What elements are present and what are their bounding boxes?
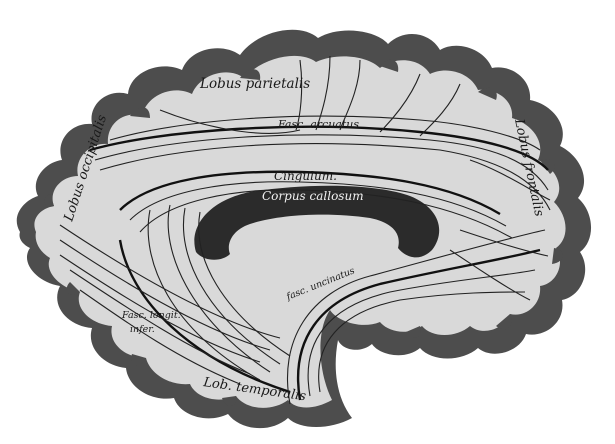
label-cingulum: Cingulum. — [274, 169, 337, 183]
label-fasc-arcuatus: Fasc. arcuatus — [277, 118, 359, 131]
label-infer: infer. — [130, 324, 155, 335]
label-lobus-parietalis: Lobus parietalis — [199, 76, 310, 92]
label-fasc-longit: Fasc. longit. — [121, 310, 181, 321]
label-corpus-callosum: Corpus callosum — [262, 189, 364, 203]
